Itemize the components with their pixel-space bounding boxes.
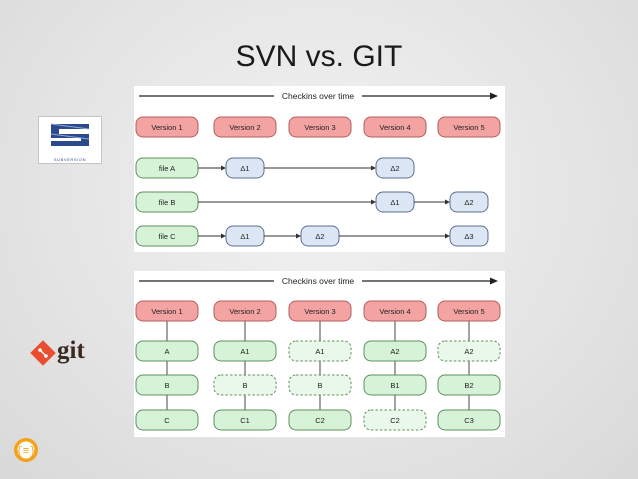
svn-delta-3-2-label: Δ2 bbox=[315, 232, 324, 241]
git-node-3-1-box bbox=[135, 409, 199, 431]
git-node-2-5-box bbox=[437, 374, 501, 396]
svn-arrow-3-3-head bbox=[445, 233, 450, 239]
git-logo: git bbox=[30, 337, 112, 366]
svn-delta-3-1-label: Δ1 bbox=[240, 232, 249, 241]
svn-delta-1-2-box bbox=[375, 157, 415, 179]
svn-delta-2-1-label: Δ1 bbox=[390, 198, 399, 207]
svn-delta-2-2-box bbox=[449, 191, 489, 213]
git-timeline-label-bg bbox=[274, 275, 362, 287]
git-node-1-2-box bbox=[213, 340, 277, 362]
git-node-1-1-box bbox=[135, 340, 199, 362]
svn-arrow-1-2-head bbox=[371, 165, 376, 171]
svn-version-4-box bbox=[363, 116, 427, 138]
git-timeline-label: Checkins over time bbox=[282, 276, 355, 286]
svn-timeline-label: Checkins over time bbox=[282, 91, 355, 101]
git-version-2-label: Version 2 bbox=[229, 307, 260, 316]
svn-delta-1-2-label: Δ2 bbox=[390, 164, 399, 173]
git-node-3-5-box bbox=[437, 409, 501, 431]
git-node-2-2-label: B bbox=[242, 381, 247, 390]
svn-version-1-label: Version 1 bbox=[151, 123, 182, 132]
git-node-3-1-label: C bbox=[164, 416, 170, 425]
git-node-3-4-box bbox=[363, 409, 427, 431]
svg-text:{≡}: {≡} bbox=[16, 446, 36, 458]
slide-title: SVN vs. GIT bbox=[235, 40, 403, 73]
git-node-1-2-label: A1 bbox=[240, 347, 249, 356]
svn-delta-1-1-label: Δ1 bbox=[240, 164, 249, 173]
git-node-1-4-box bbox=[363, 340, 427, 362]
svn-arrow-3-1-head bbox=[221, 233, 226, 239]
git-node-1-3-label: A1 bbox=[315, 347, 324, 356]
git-node-3-2-label: C1 bbox=[240, 416, 250, 425]
git-version-3-box bbox=[288, 300, 352, 322]
svn-arrow-3-2-head bbox=[296, 233, 301, 239]
svn-version-3-label: Version 3 bbox=[304, 123, 335, 132]
git-node-1-3-box bbox=[288, 340, 352, 362]
git-node-2-1-box bbox=[135, 374, 199, 396]
git-version-2-box bbox=[213, 300, 277, 322]
git-version-4-label: Version 4 bbox=[379, 307, 410, 316]
svn-delta-3-3-label: Δ3 bbox=[464, 232, 473, 241]
git-node-2-3-box bbox=[288, 374, 352, 396]
svn-timeline-arrowhead bbox=[490, 92, 498, 100]
git-version-5-label: Version 5 bbox=[453, 307, 484, 316]
svn-file-1-label: file A bbox=[159, 164, 175, 173]
git-timeline-arrowhead bbox=[490, 277, 498, 285]
svn-arrow-2-2-head bbox=[445, 199, 450, 205]
git-node-2-5-label: B2 bbox=[464, 381, 473, 390]
git-version-1-box bbox=[135, 300, 199, 322]
git-version-1-label: Version 1 bbox=[151, 307, 182, 316]
git-version-3-label: Version 3 bbox=[304, 307, 335, 316]
svn-arrow-2-1-head bbox=[371, 199, 376, 205]
git-node-1-5-label: A2 bbox=[464, 347, 473, 356]
git-node-3-2-box bbox=[213, 409, 277, 431]
svn-version-2-box bbox=[213, 116, 277, 138]
svn-version-1-box bbox=[135, 116, 199, 138]
svn-file-2-label: file B bbox=[159, 198, 176, 207]
svn-version-3-box bbox=[288, 116, 352, 138]
git-node-2-4-box bbox=[363, 374, 427, 396]
git-node-2-2-box bbox=[213, 374, 277, 396]
svn-delta-2-2-label: Δ2 bbox=[464, 198, 473, 207]
footer-logo: {≡} bbox=[13, 436, 39, 464]
svn-delta-3-3-box bbox=[449, 225, 489, 247]
git-node-1-5-box bbox=[437, 340, 501, 362]
git-node-2-1-label: B bbox=[164, 381, 169, 390]
git-logo-text: git bbox=[57, 337, 85, 364]
git-version-5-box bbox=[437, 300, 501, 322]
git-node-2-4-label: B1 bbox=[390, 381, 399, 390]
svn-version-5-box bbox=[437, 116, 501, 138]
svn-timeline-label-bg bbox=[274, 90, 362, 102]
subversion-logo-icon bbox=[50, 123, 90, 146]
svn-version-4-label: Version 4 bbox=[379, 123, 410, 132]
subversion-logo: SUBVERSION bbox=[38, 116, 102, 164]
svn-version-5-label: Version 5 bbox=[453, 123, 484, 132]
git-version-4-box bbox=[363, 300, 427, 322]
git-diamond-icon bbox=[30, 340, 56, 366]
subversion-logo-text: SUBVERSION bbox=[53, 157, 87, 162]
git-node-3-3-box bbox=[288, 409, 352, 431]
git-node-3-5-label: C3 bbox=[464, 416, 474, 425]
svn-version-2-label: Version 2 bbox=[229, 123, 260, 132]
git-node-3-3-label: C2 bbox=[315, 416, 325, 425]
bracket-logo-icon: {≡} bbox=[14, 438, 38, 462]
git-node-1-1-label: A bbox=[164, 347, 169, 356]
svn-arrow-1-1-head bbox=[221, 165, 226, 171]
git-node-1-4-label: A2 bbox=[390, 347, 399, 356]
git-node-2-3-label: B bbox=[317, 381, 322, 390]
git-node-3-4-label: C2 bbox=[390, 416, 400, 425]
svn-file-3-label: file C bbox=[158, 232, 176, 241]
